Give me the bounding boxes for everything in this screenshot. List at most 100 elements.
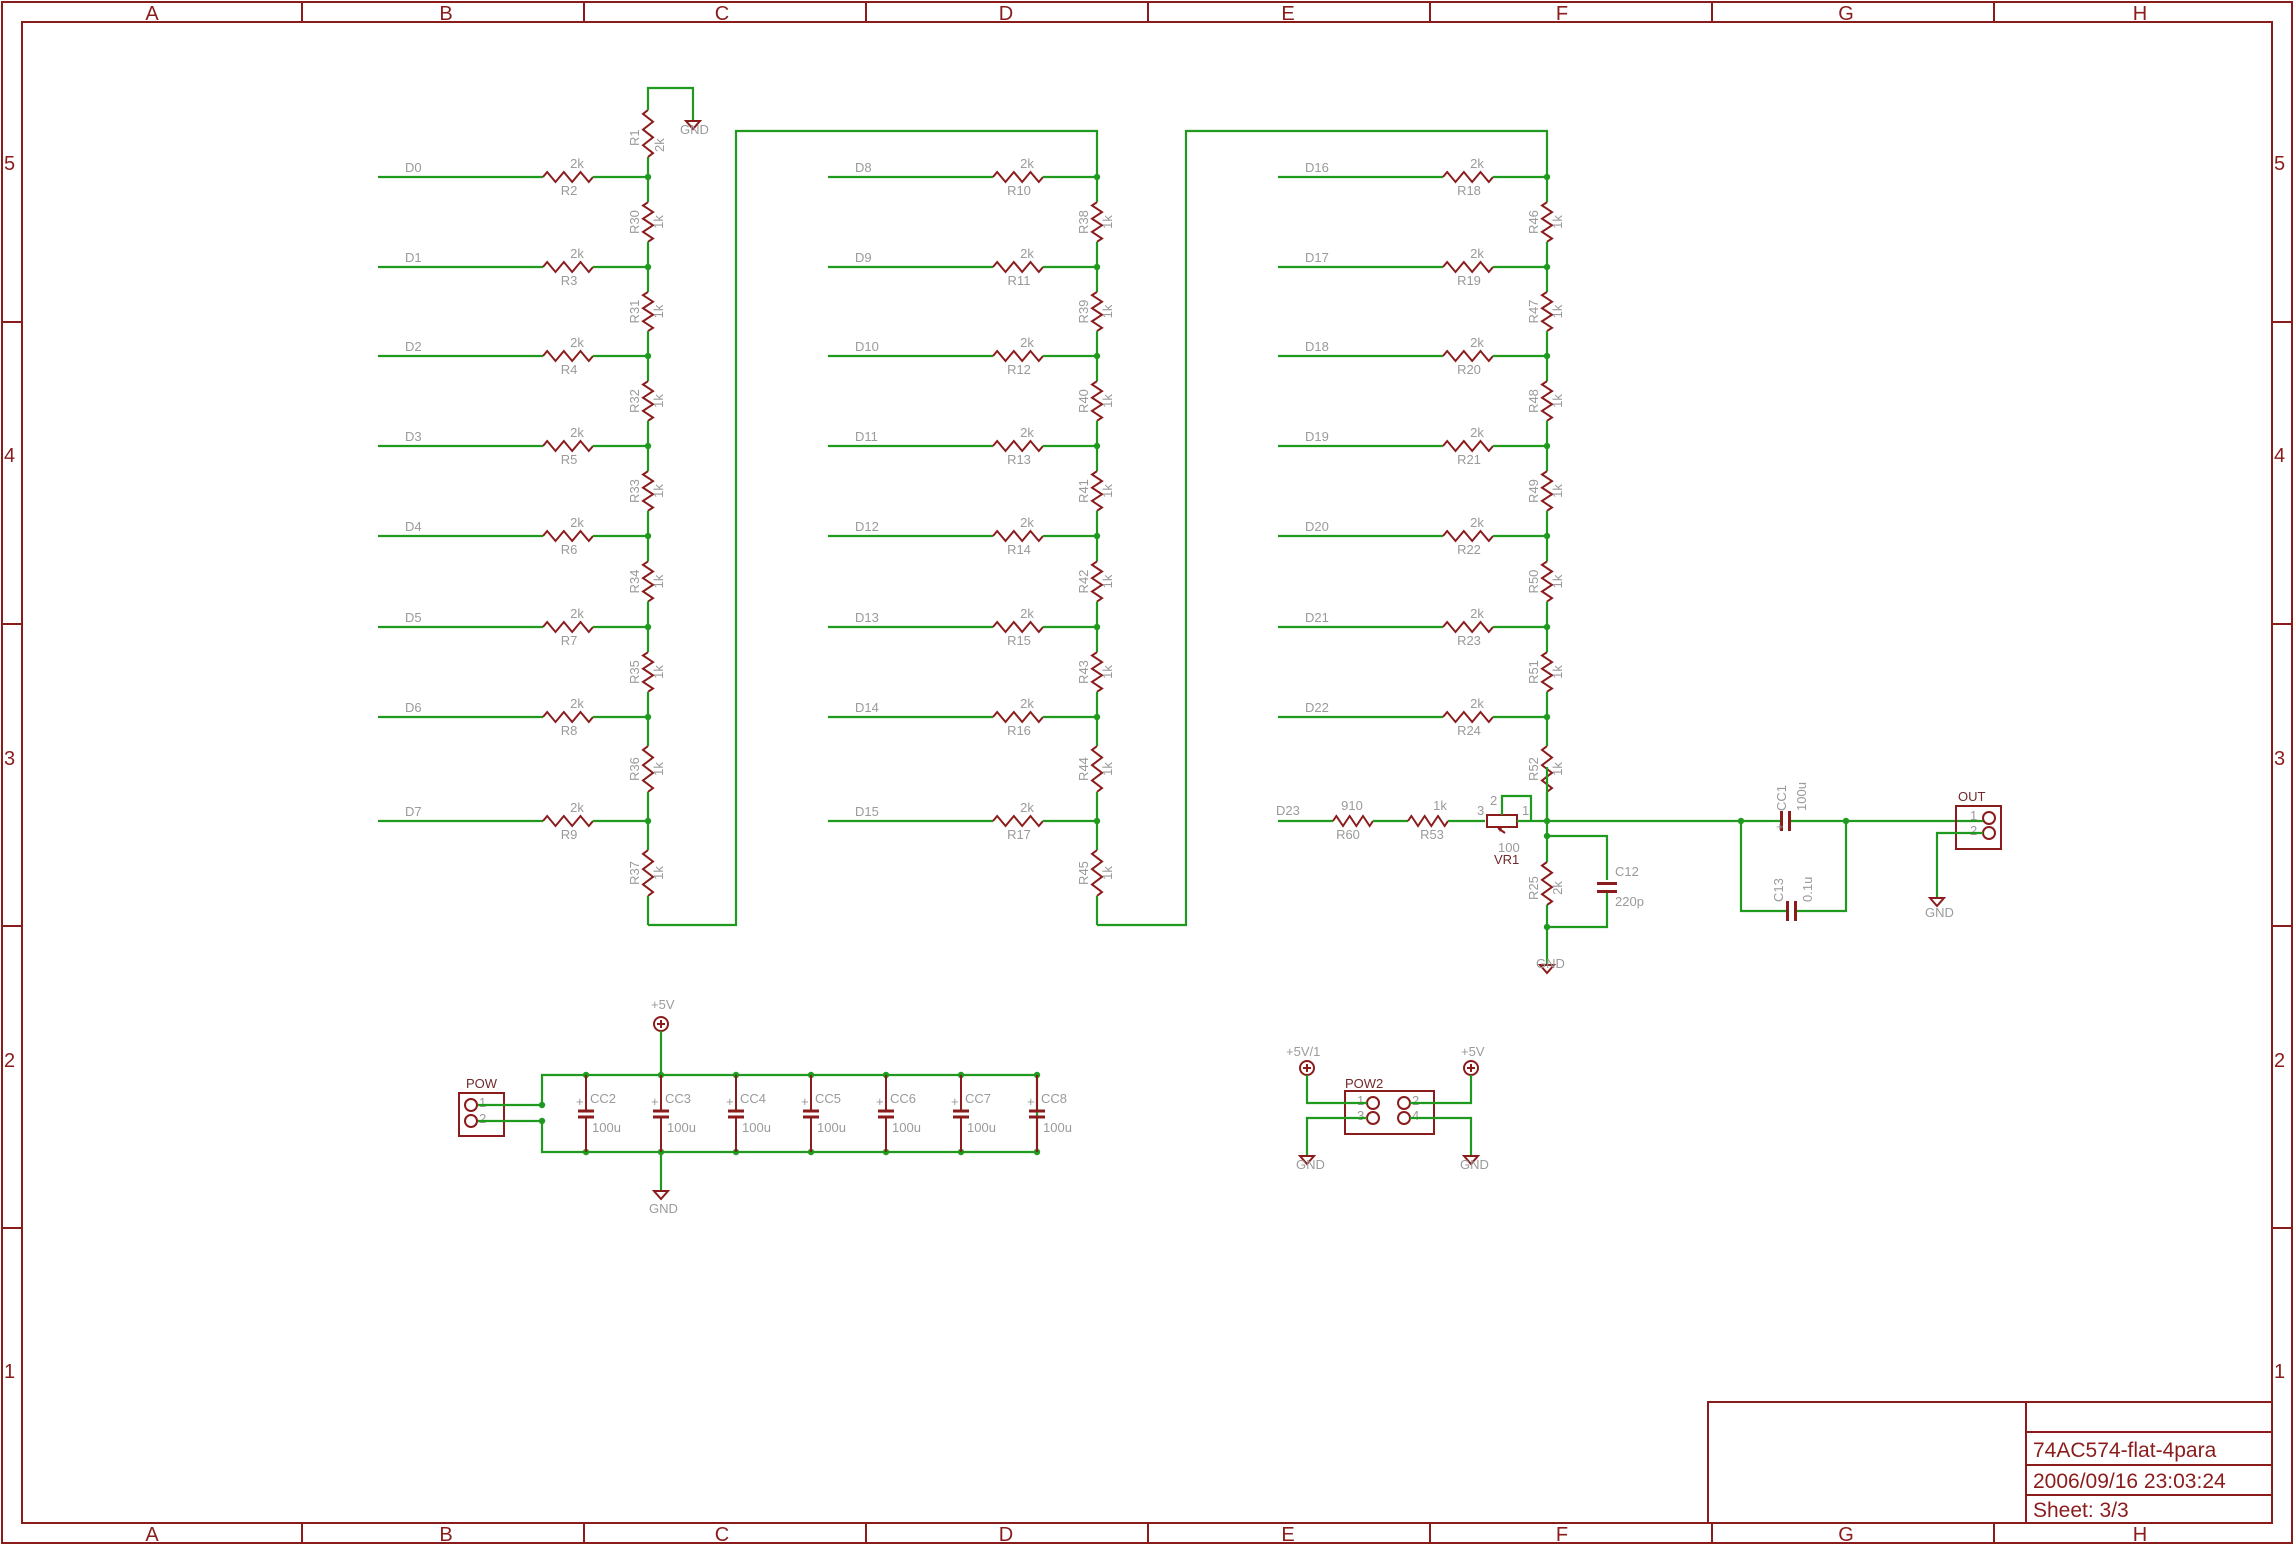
chain-resistor-name: R34 [627, 570, 642, 594]
resistor-zigzag [1090, 291, 1104, 332]
chain-resistor-value: 1k [1100, 304, 1115, 318]
column-label: H [2133, 1524, 2147, 1545]
input-net-label: D21 [1305, 610, 1329, 625]
column-label: F [1556, 3, 1568, 25]
cap-plate-negative [878, 1115, 894, 1119]
connector-pin [1366, 1111, 1380, 1125]
pin-number: 2 [1970, 823, 1977, 838]
resistor-name: R5 [561, 452, 578, 467]
ground-triangle [1461, 1155, 1481, 1166]
resistor-name: R8 [561, 723, 578, 738]
chain-resistor-name: R37 [627, 861, 642, 885]
resistor-zigzag [542, 710, 594, 724]
resistor-zigzag [1442, 170, 1494, 184]
chain-resistor-value: 1k [651, 215, 666, 229]
drawing-datetime: 2006/09/16 23:03:24 [2033, 1470, 2226, 1493]
ladder-link-wire [1097, 129, 1549, 927]
polarity-mark: + [576, 1094, 584, 1109]
resistor-zigzag [1442, 260, 1494, 274]
resistor-zigzag [1090, 201, 1104, 243]
resistor-value: 2k [1470, 425, 1484, 440]
cap-plate [1786, 901, 1789, 921]
ground-symbol [1461, 1148, 1481, 1166]
chain-resistor-name: R48 [1526, 389, 1541, 413]
ground-triangle [651, 1190, 671, 1201]
input-net-label: D23 [1276, 803, 1300, 818]
resistor-zigzag [1442, 620, 1494, 634]
resistor-zigzag [1540, 651, 1554, 693]
pin-number: 2 [1412, 1093, 1419, 1108]
chain-resistor-value: 1k [1550, 484, 1565, 498]
chain-resistor-name: R52 [1526, 757, 1541, 781]
row-label: 2 [2274, 1050, 2285, 1072]
resistor-name: R14 [1007, 542, 1031, 557]
chain-resistor-value: 1k [651, 866, 666, 880]
column-label: B [439, 3, 452, 25]
ground-triangle [1297, 1155, 1317, 1166]
row-label: 3 [2274, 748, 2285, 770]
resistor-name: R53 [1420, 827, 1444, 842]
resistor-value: 2k [1020, 156, 1034, 171]
supply-symbol [1463, 1060, 1479, 1076]
wire [1410, 1116, 1473, 1148]
resistor-value: 2k [1470, 696, 1484, 711]
chain-resistor-value: 1k [1100, 574, 1115, 588]
connector-pin [464, 1098, 478, 1112]
chain-resistor-value: 1k [651, 762, 666, 776]
capacitor-name: CC7 [965, 1091, 991, 1106]
polarized-capacitor [653, 1075, 669, 1152]
resistor-name: R3 [561, 273, 578, 288]
column-label: G [1838, 1524, 1854, 1545]
connector-name: OUT [1958, 789, 1986, 804]
cap-plate-positive [878, 1109, 894, 1113]
row-label: 2 [4, 1050, 15, 1072]
row-label: 3 [4, 748, 15, 770]
capacitor-value: 100u [817, 1120, 846, 1135]
chain-resistor-name: R35 [627, 660, 642, 684]
pin-number: 1 [1970, 808, 1977, 823]
input-net-label: D16 [1305, 160, 1329, 175]
chain-resistor-name: R40 [1076, 389, 1091, 413]
resistor-zigzag [1442, 710, 1494, 724]
input-net-label: D0 [405, 160, 422, 175]
resistor-value: 2k [1470, 246, 1484, 261]
input-net-label: D17 [1305, 250, 1329, 265]
input-net-label: D14 [855, 700, 879, 715]
resistor-zigzag [992, 349, 1044, 363]
resistor-zigzag [1332, 814, 1374, 828]
input-net-label: D5 [405, 610, 422, 625]
resistor-value: 2k [1020, 335, 1034, 350]
cap-plate-positive [728, 1109, 744, 1113]
chain-resistor-value: 1k [651, 665, 666, 679]
column-label: D [999, 3, 1013, 25]
polarized-capacitor [953, 1075, 969, 1152]
row-label: 5 [4, 153, 15, 175]
resistor-name: R12 [1007, 362, 1031, 377]
cap-plate-negative [803, 1115, 819, 1119]
row-label: 1 [2274, 1361, 2285, 1383]
wire [1739, 821, 1786, 913]
input-net-label: D22 [1305, 700, 1329, 715]
polarity-mark: + [876, 1094, 884, 1109]
connector-pin [1397, 1096, 1411, 1110]
resistor-zigzag [1540, 201, 1554, 243]
ground-triangle [1537, 964, 1557, 975]
column-label: H [2133, 3, 2147, 25]
resistor-name: R23 [1457, 633, 1481, 648]
capacitor-name: CC3 [665, 1091, 691, 1106]
ground-triangle [1927, 897, 1947, 908]
cap-plate-negative [578, 1115, 594, 1119]
connector-name: POW [466, 1076, 498, 1091]
capacitor-name: CC1 [1774, 785, 1789, 811]
resistor-name: R16 [1007, 723, 1031, 738]
resistor-zigzag [542, 170, 594, 184]
gnd-label: GND [680, 122, 709, 137]
polarized-capacitor [803, 1075, 819, 1152]
column-label: G [1838, 3, 1854, 25]
row-label: 4 [2274, 445, 2285, 467]
resistor-zigzag [542, 349, 594, 363]
